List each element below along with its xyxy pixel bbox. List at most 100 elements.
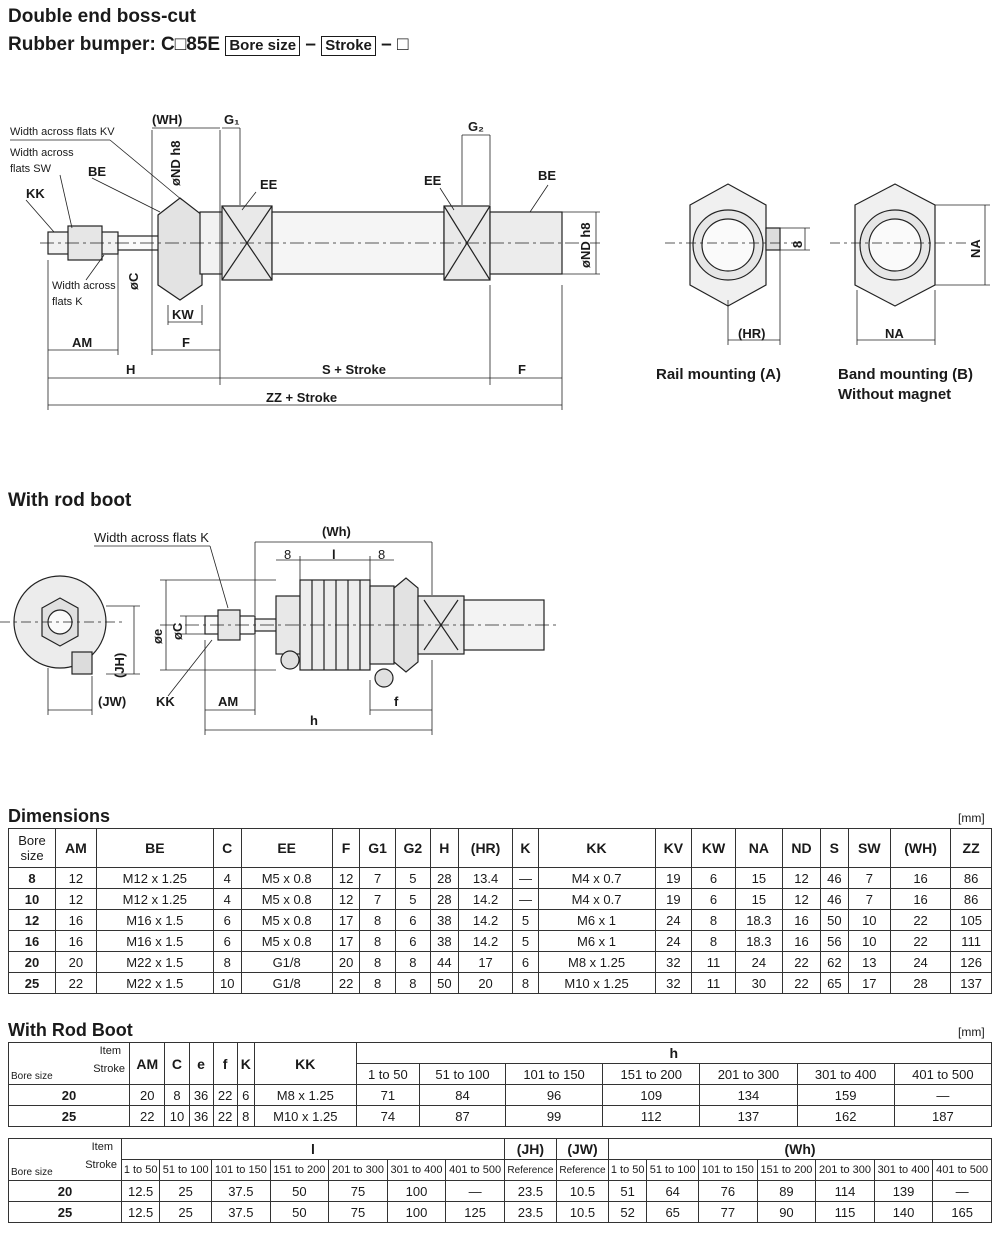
dim-cell: 28 bbox=[429, 888, 459, 910]
dim-header-sw: SW bbox=[847, 828, 891, 868]
rb1-h-cell: 162 bbox=[796, 1105, 895, 1127]
dim-cell: 17 bbox=[331, 930, 361, 952]
rb2-wh-cell: — bbox=[932, 1180, 992, 1202]
rb2-wh-range-cell: 51 to 100 bbox=[646, 1159, 700, 1181]
dim-cell: 32 bbox=[654, 951, 693, 973]
dim-cell: M6 x 1 bbox=[537, 909, 656, 931]
dim-cell: 46 bbox=[819, 888, 849, 910]
dim-cell: 12 bbox=[331, 867, 361, 889]
dim-cell: 44 bbox=[429, 951, 459, 973]
dim-cell: 4 bbox=[212, 867, 242, 889]
dim-cell: M6 x 1 bbox=[537, 930, 656, 952]
rb2-stroke-label: Stroke bbox=[85, 1159, 117, 1171]
dim-header--wh-: (WH) bbox=[889, 828, 952, 868]
rb2-l-range-cell: 301 to 400 bbox=[386, 1159, 447, 1181]
boot-kk-label: KK bbox=[156, 694, 175, 709]
dim-cell: 17 bbox=[847, 972, 891, 994]
boot-f-label: f bbox=[394, 694, 399, 709]
f-label-front: F bbox=[182, 335, 190, 350]
rb1-header-h: h bbox=[355, 1042, 993, 1064]
dim-header-bore-size: Bore size bbox=[8, 828, 56, 868]
dim-cell: 8 bbox=[691, 930, 736, 952]
dim-cell: 22 bbox=[889, 930, 952, 952]
rail bbox=[765, 227, 781, 251]
dim-cell: 12 bbox=[55, 867, 97, 889]
dim-cell: 7 bbox=[359, 888, 396, 910]
dim-cell: 62 bbox=[819, 951, 849, 973]
dim-cell: 17 bbox=[331, 909, 361, 931]
dim-cell: 20 bbox=[457, 972, 514, 994]
dim-cell: 6 bbox=[691, 888, 736, 910]
dim-cell: 8 bbox=[359, 909, 396, 931]
rb2-bore-cell: 25 bbox=[8, 1201, 122, 1223]
dim-cell: 22 bbox=[781, 951, 821, 973]
dim-cell: M12 x 1.25 bbox=[95, 867, 214, 889]
dim-cell: M5 x 0.8 bbox=[240, 930, 333, 952]
dim-cell: G1/8 bbox=[240, 972, 333, 994]
k-label-2: flats K bbox=[52, 296, 83, 308]
dim-cell: 19 bbox=[654, 867, 693, 889]
dim-cell: 6 bbox=[691, 867, 736, 889]
rb1-header-kk: KK bbox=[253, 1042, 357, 1085]
dim-cell: 65 bbox=[819, 972, 849, 994]
dim-header-am: AM bbox=[55, 828, 97, 868]
dim-cell: 16 bbox=[781, 909, 821, 931]
rb1-cell: 22 bbox=[128, 1105, 166, 1127]
rb1-stroke-label: Stroke bbox=[93, 1063, 125, 1075]
dim-bore-cell: 12 bbox=[8, 909, 56, 931]
nd-label-front: øND h8 bbox=[168, 140, 183, 187]
dim-cell: 22 bbox=[55, 972, 97, 994]
dim-cell: 7 bbox=[847, 888, 891, 910]
rb2-l-cell: 75 bbox=[328, 1201, 388, 1223]
dim-cell: 8 bbox=[359, 930, 396, 952]
rb2-l-cell: 100 bbox=[386, 1201, 447, 1223]
ee-label-front: EE bbox=[260, 177, 278, 192]
rb1-h-cell: — bbox=[893, 1084, 993, 1106]
rb2-wh-cell: 139 bbox=[873, 1180, 934, 1202]
dim-header-f: F bbox=[331, 828, 361, 868]
dim-header-g2: G2 bbox=[394, 828, 431, 868]
dim-header-zz: ZZ bbox=[950, 828, 992, 868]
dim-cell: 28 bbox=[889, 972, 952, 994]
rb2-l-cell: — bbox=[445, 1180, 505, 1202]
rb2-wh-cell: 115 bbox=[815, 1201, 875, 1223]
dim-cell: M10 x 1.25 bbox=[537, 972, 656, 994]
kk-label: KK bbox=[26, 186, 45, 201]
dim-cell: M22 x 1.5 bbox=[95, 972, 214, 994]
dim-cell: 8 bbox=[359, 972, 396, 994]
dim-cell: 111 bbox=[950, 930, 992, 952]
dim-cell: 24 bbox=[734, 951, 783, 973]
dim-cell: 16 bbox=[889, 888, 952, 910]
rb2-l-range-cell: 401 to 500 bbox=[445, 1159, 505, 1181]
dim-cell: 6 bbox=[212, 930, 242, 952]
be-label-front: BE bbox=[88, 164, 107, 179]
rail-8-label: 8 bbox=[790, 240, 805, 248]
rb2-wh-cell: 76 bbox=[698, 1180, 758, 1202]
dim-cell: M8 x 1.25 bbox=[537, 951, 656, 973]
dim-cell: 13 bbox=[847, 951, 891, 973]
sw-label-2: flats SW bbox=[10, 163, 51, 175]
dim-cell: 8 bbox=[212, 951, 242, 973]
dim-cell: 18.3 bbox=[734, 930, 783, 952]
dim-cell: 32 bbox=[654, 972, 693, 994]
dim-header-be: BE bbox=[95, 828, 214, 868]
page-title: Double end boss-cut bbox=[8, 6, 196, 27]
dim-cell: 15 bbox=[734, 867, 783, 889]
be-label-rear: BE bbox=[538, 168, 557, 183]
dim-cell: 22 bbox=[889, 909, 952, 931]
dimensions-title: Dimensions bbox=[8, 806, 111, 826]
dim-header-nd: ND bbox=[781, 828, 821, 868]
dim-cell: M16 x 1.5 bbox=[95, 909, 214, 931]
s-stroke-label: S + Stroke bbox=[322, 362, 386, 377]
na-label-bottom: NA bbox=[885, 326, 904, 341]
dim-cell: 6 bbox=[212, 909, 242, 931]
dim-cell: 50 bbox=[429, 972, 459, 994]
ee-label-rear: EE bbox=[424, 173, 442, 188]
dim-header-kk: KK bbox=[537, 828, 656, 868]
dim-cell: 16 bbox=[781, 930, 821, 952]
dim-cell: M5 x 0.8 bbox=[240, 867, 333, 889]
